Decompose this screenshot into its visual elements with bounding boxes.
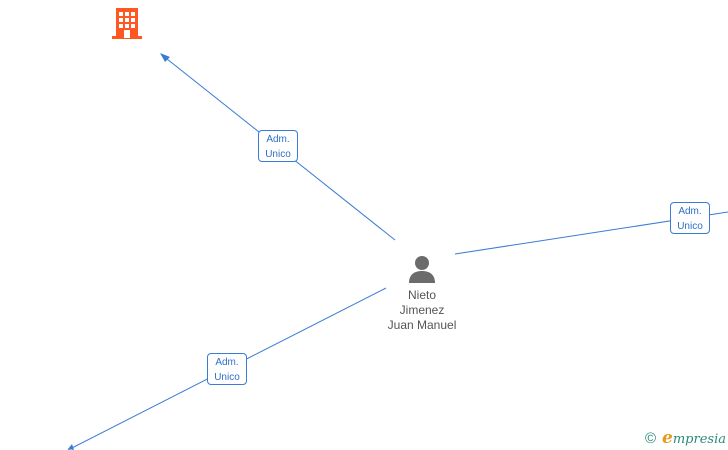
brand-name: empresia	[662, 428, 726, 448]
person-name-line2: Jimenez	[399, 303, 445, 317]
role-label-line1: Adm.	[678, 206, 702, 217]
person-name-line1: Nieto	[407, 288, 436, 302]
role-label-line1: Adm.	[266, 134, 290, 145]
brand-initial: e	[662, 428, 673, 448]
role-label-company[interactable]: Adm. Unico	[258, 130, 298, 162]
role-label-line1: Adm.	[215, 357, 239, 368]
person-icon	[409, 256, 435, 283]
role-label-line2: Unico	[214, 372, 240, 383]
role-label-right[interactable]: Adm. Unico	[670, 202, 710, 234]
person-name-line3: Juan Manuel	[387, 318, 457, 332]
brand-name-rest: mpresia	[672, 432, 726, 447]
copyright-symbol: ©	[644, 429, 657, 447]
brand-watermark: © empresia	[645, 428, 726, 448]
company-node[interactable]	[110, 6, 144, 40]
role-label-bottom-left[interactable]: Adm. Unico	[207, 353, 247, 385]
building-icon	[112, 8, 142, 39]
arrowhead-bottom-left	[68, 444, 74, 450]
role-label-line2: Unico	[265, 149, 291, 160]
arrowhead-company	[160, 53, 170, 62]
role-label-line2: Unico	[677, 221, 703, 232]
person-node[interactable]: Nieto Jimenez Juan Manuel	[380, 254, 464, 333]
